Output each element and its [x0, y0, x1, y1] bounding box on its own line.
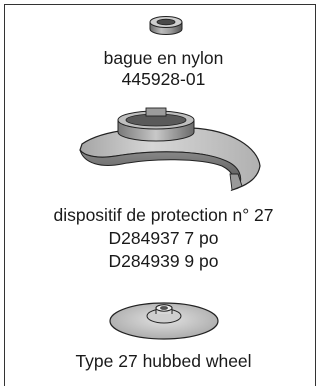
guard-icon	[79, 107, 261, 192]
wheel-name: Type 27 hubbed wheel	[75, 351, 252, 371]
nylon-ring-name: bague en nylon	[103, 48, 224, 68]
nylon-ring-icon	[149, 16, 183, 35]
guard-name: dispositif de protection n° 27	[53, 205, 274, 225]
page-frame	[4, 4, 316, 386]
guard-part-number-7in: D284937 7 po	[108, 228, 219, 248]
nylon-ring-part-number: 445928-01	[121, 69, 206, 89]
guard-part-number-9in: D284939 9 po	[108, 251, 219, 271]
hubbed-wheel-icon	[109, 302, 219, 340]
